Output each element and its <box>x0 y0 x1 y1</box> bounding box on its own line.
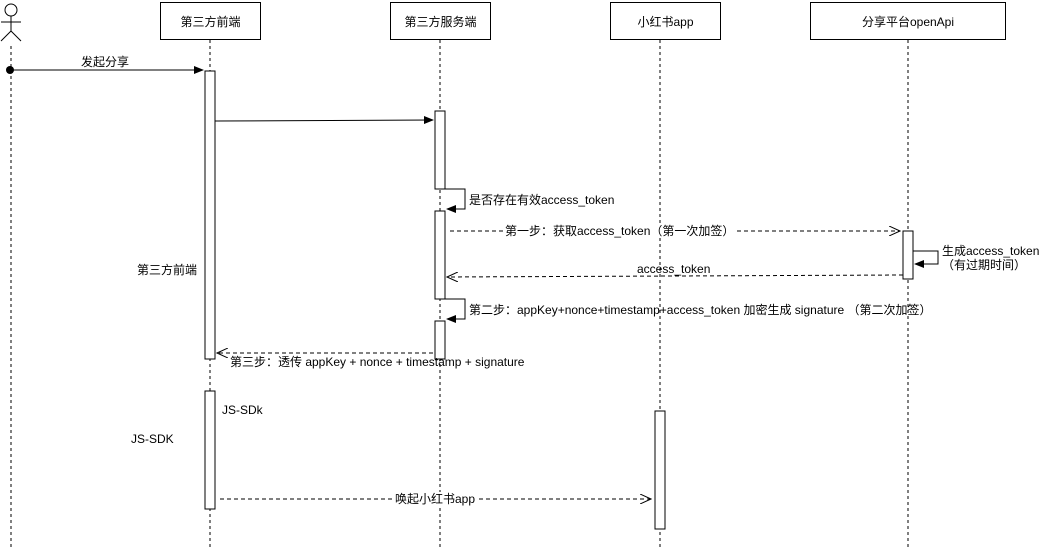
activation-frontend-1 <box>204 70 216 360</box>
activation-server-1 <box>434 110 446 190</box>
participant-app-label: 小红书app <box>637 14 694 29</box>
self-call-step2 <box>445 298 466 323</box>
label-step3: 第三步：透传 appKey + nonce + timestamp + sign… <box>230 355 525 369</box>
participant-platform-label: 分享平台openApi <box>861 14 955 29</box>
label-initiate-share: 发起分享 <box>81 55 130 69</box>
label-launch-app: 唤起小红书app <box>393 492 478 506</box>
message-frontend-to-server-line <box>214 116 434 125</box>
participant-app: 小红书app <box>610 2 721 40</box>
activation-server-2 <box>434 210 446 300</box>
self-call-check-token <box>445 188 466 213</box>
side-label-frontend: 第三方前端 <box>137 263 198 277</box>
activation-app <box>654 410 666 530</box>
label-return-token: access_token <box>637 262 711 276</box>
label-step2: 第二步：appKey+nonce+timestamp+access_token … <box>469 303 932 317</box>
participant-platform: 分享平台openApi <box>810 2 1006 40</box>
participant-frontend: 第三方前端 <box>160 2 261 40</box>
label-gen-token-2: （有过期时间） <box>942 258 1027 272</box>
participant-server: 第三方服务端 <box>390 2 491 40</box>
message-return-token-line <box>447 275 904 277</box>
actor-stick-figure <box>0 3 22 42</box>
label-gen-token-1: 生成access_token <box>942 244 1040 258</box>
label-jssdk-small: JS-SDk <box>222 403 263 417</box>
activation-frontend-2 <box>204 390 216 510</box>
label-check-token: 是否存在有效access_token <box>469 193 615 207</box>
self-call-gen-token <box>913 250 939 268</box>
activation-platform <box>902 230 914 280</box>
participant-server-label: 第三方服务端 <box>404 14 477 29</box>
participant-frontend-label: 第三方前端 <box>180 14 241 29</box>
activation-server-3 <box>434 320 446 360</box>
side-label-jssdk: JS-SDK <box>131 432 174 446</box>
label-step1: 第一步：获取access_token（第一次加签） <box>503 224 737 238</box>
